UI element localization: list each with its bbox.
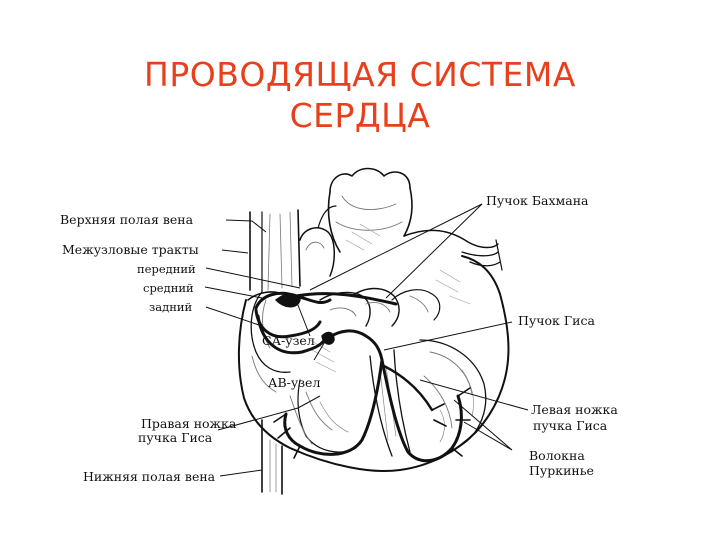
label-superior-vena-cava: Верхняя полая вена <box>60 212 194 227</box>
label-purkinje-line-2: Пуркинье <box>529 463 594 478</box>
pulmonary-trunk <box>299 205 337 277</box>
leader-bachmann <box>309 203 483 291</box>
left-bundle-branch <box>380 358 463 463</box>
leader-left-branch <box>419 379 529 411</box>
label-right-branch-line-1: Правая ножка <box>141 416 237 431</box>
leader-anterior <box>205 267 301 289</box>
inferior-vena-cava <box>261 419 283 495</box>
label-left-branch-line-1: Левая ножка <box>531 402 618 417</box>
leader-ivc <box>219 469 263 477</box>
leader-lines <box>204 203 529 477</box>
label-right-branch-line-2: пучка Гиса <box>138 430 213 445</box>
leader-internodal <box>221 249 249 254</box>
leader-purkinje-2 <box>453 399 513 451</box>
conduction-system <box>254 291 471 463</box>
leader-sa-node <box>295 299 311 337</box>
label-posterior: задний <box>149 300 193 314</box>
label-anterior: передний <box>137 262 196 276</box>
leader-posterior <box>205 306 263 327</box>
bachmann-bundle <box>294 292 398 306</box>
shading <box>309 223 471 373</box>
left-ventricle <box>419 339 487 447</box>
leader-middle <box>204 286 263 299</box>
leader-purkinje-1 <box>463 421 513 451</box>
his-bundle <box>326 329 384 362</box>
label-his-bundle: Пучок Гиса <box>518 313 595 328</box>
internodal-tract-posterior <box>256 314 328 355</box>
leader-svc <box>225 219 267 233</box>
superior-vena-cava <box>249 209 301 293</box>
leader-right-branch <box>217 395 321 431</box>
label-purkinje-line-1: Волокна <box>529 448 585 463</box>
sa-node <box>275 293 301 308</box>
label-bachmann-bundle: Пучок Бахмана <box>486 193 589 208</box>
title-line-1: ПРОВОДЯЩАЯ СИСТЕМА <box>144 55 576 94</box>
label-middle: средний <box>143 281 194 295</box>
leader-his <box>383 321 513 351</box>
title-line-2: СЕРДЦА <box>289 96 431 135</box>
aorta <box>327 167 413 253</box>
septum <box>369 349 411 457</box>
right-bundle-branch <box>283 358 384 456</box>
leader-bachmann-2 <box>385 203 483 299</box>
left-bundle-branch-anterior <box>382 364 434 412</box>
label-sa-node: СА-узел <box>262 333 315 348</box>
label-inferior-vena-cava: Нижняя полая вена <box>83 469 216 484</box>
heart-outline <box>237 255 510 473</box>
right-ventricle <box>289 379 357 453</box>
heart-illustration <box>237 167 510 495</box>
label-av-node: АВ-узел <box>268 375 320 390</box>
label-internodal-tracts: Межузловые тракты <box>62 242 199 257</box>
left-atrium <box>403 229 503 271</box>
label-left-branch-line-2: пучка Гиса <box>533 418 608 433</box>
leader-av-node <box>313 339 327 361</box>
